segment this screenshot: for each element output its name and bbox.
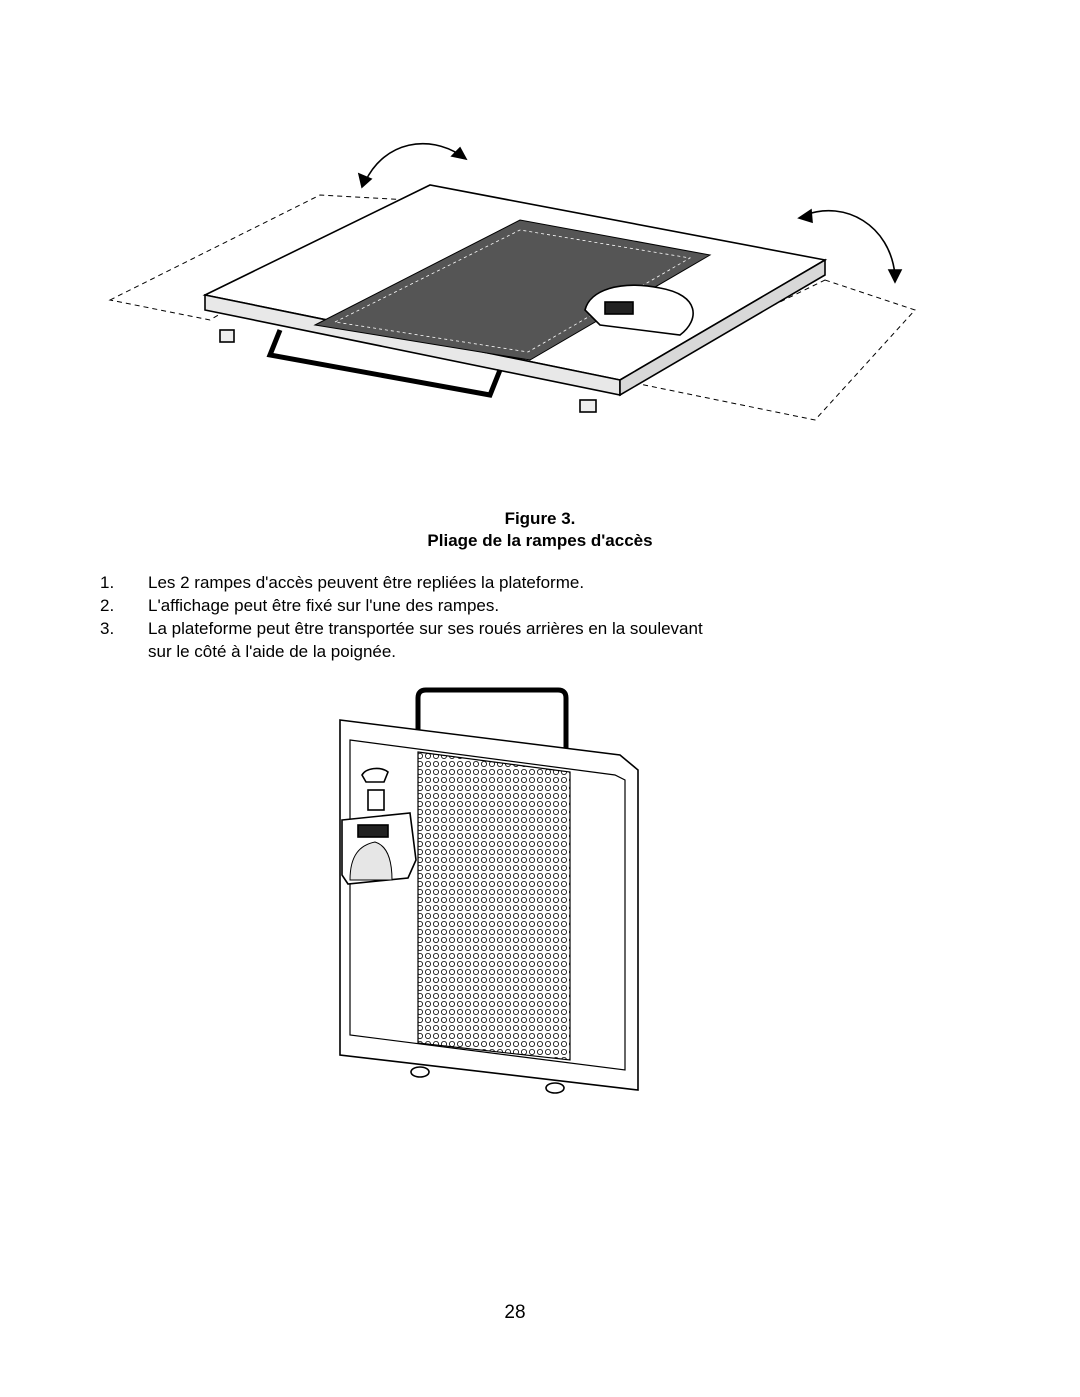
display-unit-icon [584,284,694,336]
step-number: 1. [100,573,115,592]
folded-platform-illustration [339,687,639,1094]
perforated-deck [313,219,712,361]
list-item: 1. Les 2 rampes d'accès peuvent être rep… [100,571,720,594]
right-rotation-arrow-icon [797,208,903,284]
step-number: 2. [100,596,115,615]
display-unit-icon [341,767,417,885]
wheels [410,1066,565,1094]
page-number: 28 [504,1302,526,1323]
carry-handle [266,329,503,398]
step-number: 3. [100,619,115,638]
platform-ramps-folding-illustration [108,142,916,421]
list-item: 2. L'affichage peut être fixé sur l'une … [100,594,720,617]
wheels [219,329,597,413]
right-ramp-dashed-outline [618,279,916,421]
step-text: Les 2 rampes d'accès peuvent être replié… [148,573,585,592]
perforated-deck [417,751,571,1061]
figure-title: Figure 3. [504,509,576,528]
left-rotation-arrow-icon [357,142,468,189]
list-item: 3. La plateforme peut être transportée s… [100,617,720,663]
instruction-list: 1. Les 2 rampes d'accès peuvent être rep… [100,571,720,663]
step-text: L'affichage peut être fixé sur l'une des… [148,596,500,615]
figure-subtitle: Pliage de la rampes d'accès [427,531,653,550]
carry-handle [415,687,569,755]
step-text: La plateforme peut être transportée sur … [148,619,703,661]
